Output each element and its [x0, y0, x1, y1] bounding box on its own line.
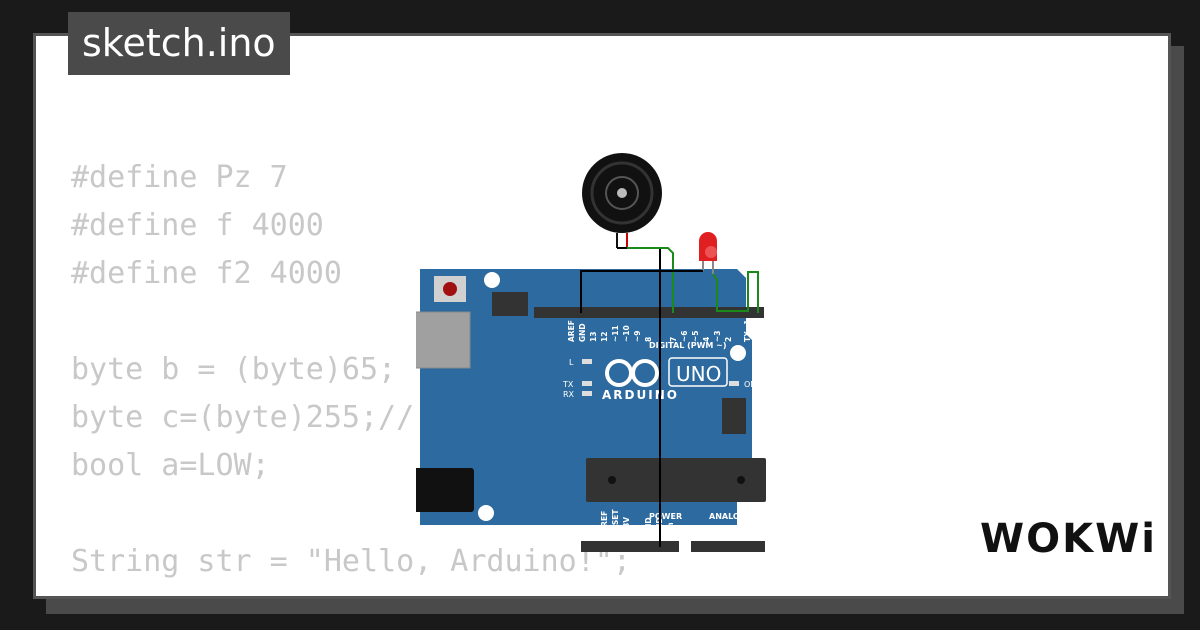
- pin-label: A5: [751, 525, 760, 536]
- red-led[interactable]: [699, 232, 717, 274]
- pin-label: A4: [739, 525, 748, 536]
- led-rx: [582, 391, 592, 396]
- pin-label: 13: [589, 332, 598, 342]
- pin-label: 2: [724, 337, 733, 342]
- led-l-label: L: [569, 358, 574, 367]
- power-jack: [416, 468, 474, 512]
- pin-label: ~6: [680, 330, 689, 342]
- power-header: [581, 541, 679, 552]
- code-line: bool a=LOW;: [71, 448, 270, 483]
- pin-label: ~3: [713, 330, 722, 342]
- code-line: String str = "Hello, Arduino!";: [71, 544, 631, 579]
- pin-label: ~11: [611, 325, 620, 342]
- wokwi-logo[interactable]: WOKWi: [980, 516, 1157, 562]
- mounting-hole: [478, 505, 494, 521]
- preview-card: #define Pz 7 #define f 4000 #define f2 400…: [33, 33, 1171, 599]
- wires: [580, 247, 759, 547]
- pin-label: 12: [600, 332, 609, 342]
- pin-label: GND: [578, 323, 587, 342]
- pin-label: IOREF: [600, 511, 609, 536]
- analog-pin-labels: A0 A1 A2 A3 A4 A5: [691, 525, 760, 536]
- pin-label: Vin: [666, 522, 675, 536]
- code-line: #define Pz 7: [71, 160, 288, 195]
- board-model: UNO: [676, 362, 721, 386]
- reset-button-cap[interactable]: [443, 282, 457, 296]
- pin-label: TX→1: [743, 320, 752, 342]
- pin-label: 7: [669, 337, 678, 342]
- mounting-hole: [730, 345, 746, 361]
- led-rx-label: RX: [563, 390, 575, 399]
- led-tx: [582, 381, 592, 386]
- digital-pin-labels: AREF GND 13 12 ~11 ~10 ~9 8 7 ~6 ~5 4 ~3…: [567, 319, 765, 342]
- pin-label: ~9: [633, 330, 642, 342]
- pin-label: 5V: [633, 525, 642, 536]
- pin-label: ~10: [622, 325, 631, 342]
- pin-label: A3: [727, 525, 736, 536]
- power-header-label: POWER: [649, 512, 682, 521]
- led-tx-label: TX: [562, 380, 574, 389]
- board-brand: ARDUINO: [602, 388, 679, 402]
- led-on-label: ON: [744, 380, 756, 389]
- piezo-buzzer[interactable]: [582, 153, 662, 248]
- analog-header-label: ANALOG IN: [709, 512, 759, 521]
- pin-label: RX←0: [756, 319, 765, 342]
- digital-header-label: DIGITAL (PWM ~): [649, 341, 727, 350]
- pin-label: 4: [702, 337, 711, 342]
- pin-label: ~5: [691, 330, 700, 342]
- led-on: [729, 381, 739, 386]
- code-preview: #define Pz 7 #define f 4000 #define f2 400…: [71, 154, 1028, 596]
- model-box: [668, 357, 728, 387]
- code-line: byte c=(byte)255;//: [71, 400, 415, 435]
- pin-label: AREF: [567, 320, 576, 342]
- pin-label: A0: [691, 525, 700, 536]
- code-line: #define f2 4000: [71, 256, 342, 291]
- pin-label: GND: [644, 517, 653, 536]
- window-title[interactable]: sketch.ino: [68, 12, 290, 75]
- usb-connector: [416, 311, 471, 369]
- digital-header: [534, 307, 764, 318]
- circuit-diagram: ARDUINO UNO DIGITAL (PWM ~) POWER ANALOG…: [416, 153, 766, 552]
- pin-label: 3.3V: [622, 517, 631, 536]
- mounting-hole: [484, 272, 500, 288]
- pin-label: A1: [703, 525, 712, 536]
- microcontroller-chip: [586, 458, 766, 502]
- led-l: [582, 359, 592, 364]
- pin-label: A2: [715, 525, 724, 536]
- icsp-header: [492, 292, 746, 434]
- code-line: byte buffer[50]; // Create a byte buffer…: [71, 586, 1028, 596]
- arduino-logo-icon: [605, 359, 659, 387]
- analog-header: [691, 541, 765, 552]
- pin-label: RESET: [611, 509, 620, 536]
- code-line: byte b = (byte)65;: [71, 352, 397, 387]
- code-line: #define f 4000: [71, 208, 324, 243]
- pin-label: 8: [644, 337, 653, 342]
